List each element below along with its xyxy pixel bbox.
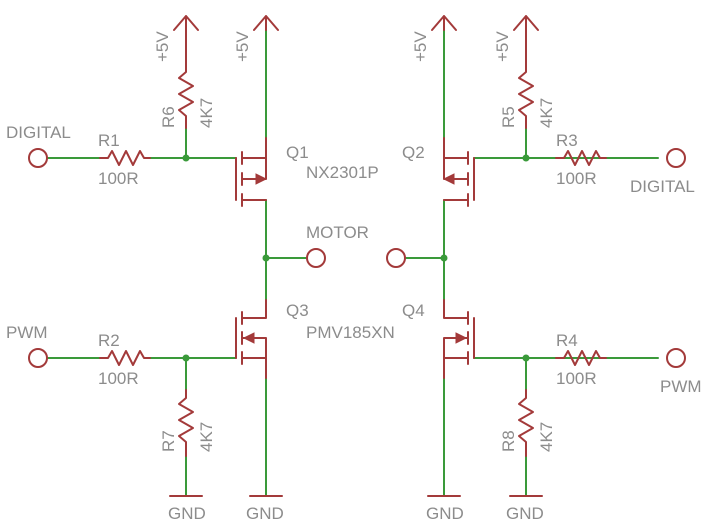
q4-ref: Q4 [402, 301, 425, 320]
r6-value: 4K7 [197, 98, 216, 128]
arrow-icon [255, 173, 268, 185]
pwm-label-left: PWM [6, 323, 48, 342]
junction-dot [182, 354, 190, 362]
digital-input-left-pad[interactable] [28, 148, 48, 168]
motor-pad-right[interactable] [386, 248, 406, 268]
r7-value: 4K7 [197, 422, 216, 452]
digital-input-right-pad[interactable] [666, 148, 686, 168]
arrow-icon [442, 173, 455, 185]
junctions [182, 154, 530, 362]
supply-arrow-q1 [253, 15, 279, 31]
supply-label: +5V [153, 31, 172, 62]
junction-dot [262, 254, 270, 262]
q2-ref: Q2 [402, 143, 425, 162]
r2-value: 100R [98, 369, 139, 388]
mosfet-q1 [235, 137, 268, 207]
r4-ref: R4 [556, 331, 578, 350]
gnd-label: GND [168, 504, 206, 523]
resistor-r8 [518, 389, 534, 457]
motor-label: MOTOR [306, 223, 369, 242]
resistor-r6 [178, 61, 194, 129]
r5-value: 4K7 [537, 98, 556, 128]
labels: +5V +5V +5V +5V R6 4K7 R5 4K7 R7 4K7 R8 … [6, 31, 702, 523]
digital-label-right: DIGITAL [630, 177, 695, 196]
r6-ref: R6 [159, 106, 178, 128]
r1-value: 100R [98, 169, 139, 188]
r1-ref: R1 [98, 131, 120, 150]
arrow-icon [242, 332, 255, 344]
resistor-r5 [518, 61, 534, 129]
gnd-label: GND [246, 504, 284, 523]
r7-ref: R7 [159, 430, 178, 452]
r3-ref: R3 [556, 131, 578, 150]
connector-pads [28, 148, 686, 368]
resistor-r7 [178, 389, 194, 457]
mosfet-q2 [442, 137, 475, 207]
arrow-icon [455, 332, 468, 344]
junction-dot [182, 154, 190, 162]
supply-label: +5V [233, 31, 252, 62]
junction-dot [522, 154, 530, 162]
r3-value: 100R [556, 169, 597, 188]
supply-arrow-r6 [173, 15, 199, 63]
supply-label: +5V [411, 31, 430, 62]
resistor-r1 [99, 150, 151, 166]
q3-part: PMV185XN [306, 323, 395, 342]
pwm-input-left-pad[interactable] [28, 348, 48, 368]
resistors [99, 61, 607, 457]
motor-pad-left[interactable] [306, 248, 326, 268]
junction-dot [440, 254, 448, 262]
supply-label: +5V [493, 31, 512, 62]
r8-value: 4K7 [537, 422, 556, 452]
mosfet-q3 [235, 299, 267, 379]
r8-ref: R8 [499, 430, 518, 452]
resistor-r4 [555, 350, 607, 366]
supply-arrow-r5 [513, 15, 539, 63]
supply-arrow-q2 [431, 15, 457, 31]
q1-part: NX2301P [306, 163, 379, 182]
q1-ref: Q1 [286, 143, 309, 162]
pwm-label-right: PWM [660, 377, 702, 396]
r5-ref: R5 [499, 106, 518, 128]
r2-ref: R2 [98, 331, 120, 350]
wires [47, 29, 659, 497]
mosfet-q4 [443, 299, 475, 379]
junction-dot [522, 354, 530, 362]
supply-symbols [173, 15, 539, 63]
resistor-r2 [99, 350, 151, 366]
resistor-r3 [555, 150, 607, 166]
digital-label-left: DIGITAL [6, 123, 71, 142]
q3-ref: Q3 [286, 301, 309, 320]
pwm-input-right-pad[interactable] [666, 348, 686, 368]
gnd-label: GND [506, 504, 544, 523]
gnd-label: GND [426, 504, 464, 523]
r4-value: 100R [556, 369, 597, 388]
